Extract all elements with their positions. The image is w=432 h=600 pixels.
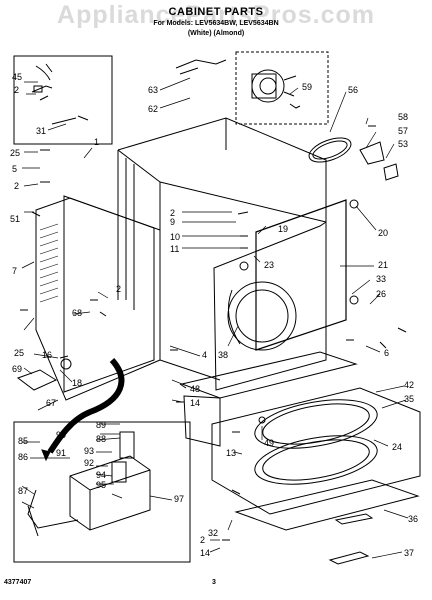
motor-bracket [175,59,227,75]
callout: 25 [10,148,20,158]
callout: 18 [72,378,82,388]
part-number: 4377407 [4,579,32,586]
callout: 31 [36,126,46,136]
drive-motor [251,69,301,109]
callout: 85 [18,436,28,446]
idler-pulley [383,163,399,181]
callout: 36 [408,514,418,524]
vent-slots [39,223,59,303]
callout: 13 [226,448,236,458]
cabinet-frame [117,117,327,381]
callout: 68 [72,308,82,318]
base-assembly [211,387,421,565]
valve-assembly [27,431,151,537]
model-subtitle: For Models: LEV5634BW, LEV5634BN [153,20,279,27]
callout: 20 [378,228,388,238]
callout: 24 [392,442,402,452]
color-subtitle: (White) (Almond) [187,30,245,37]
idler-bracket [359,141,385,165]
front-panel [213,221,327,391]
callout: 63 [148,85,158,95]
drive-belt [308,137,352,163]
cabinet-side-panel [35,197,161,401]
callout: 58 [398,112,408,122]
callout: 2 [14,181,19,191]
leader-lines [21,77,409,559]
screw-fasteners [20,125,407,541]
callout: 9 [170,217,175,227]
callout: 37 [404,548,414,558]
mounting-plate [16,369,58,391]
inset-box-valve [13,421,191,563]
callout: 23 [264,260,274,270]
callout: 59 [302,82,312,92]
callout: 19 [278,224,288,234]
callout: 7 [12,266,17,276]
callout: 86 [18,452,28,462]
callout: 88 [96,434,106,444]
callout: 2 [200,535,205,545]
callout: 14 [190,398,200,408]
front-trim [183,395,221,447]
inset-box-harness [13,55,113,145]
callout: 6 [384,348,389,358]
callout: 35 [404,394,414,404]
callout: 2 [170,208,175,218]
callout: 49 [264,438,274,448]
callout: 25 [14,348,24,358]
callout: 51 [10,214,20,224]
diagram-title: CABINET PARTS [168,6,264,18]
callout: 69 [12,364,22,374]
door-panel [255,199,347,351]
callout: 57 [398,126,408,136]
callout: 42 [404,380,414,390]
callout: 62 [148,104,158,114]
callout: 14 [200,548,210,558]
watermark: AppliancePartsPros.com [57,1,375,29]
callout: 90 [56,430,66,440]
callout: 92 [84,458,94,468]
callout: 95 [96,480,106,490]
callout: 93 [84,446,94,456]
inset-box-motor [235,51,329,125]
callout: 87 [18,486,28,496]
callout: 94 [96,470,106,480]
callout: 45 [12,72,22,82]
callout: 16 [42,350,52,360]
harness-part [31,63,89,125]
callout: 2 [116,284,121,294]
callout: 26 [376,289,386,299]
callout: 53 [398,139,408,149]
callout: 1 [94,137,99,147]
callout: 10 [170,232,180,242]
callout: 5 [12,164,17,174]
callout: 2 [14,85,19,95]
toe-kick [180,351,358,399]
page-number: 3 [212,579,216,586]
callout: 21 [378,260,388,270]
side-panel-inner [63,195,155,393]
callout: 89 [96,420,106,430]
callout: 33 [376,274,386,284]
callout: 56 [348,85,358,95]
callout: 4 [202,350,207,360]
callout-labels: 45 2 31 25 1 5 2 51 7 63 62 59 56 58 57 … [10,72,418,558]
harness-hose [47,357,125,454]
callout: 67 [46,398,56,408]
callout: 91 [56,448,66,458]
callout: 48 [190,384,200,394]
callout: 38 [218,350,228,360]
callout: 32 [208,528,218,538]
callout: 11 [170,244,179,254]
callout: 97 [174,494,184,504]
